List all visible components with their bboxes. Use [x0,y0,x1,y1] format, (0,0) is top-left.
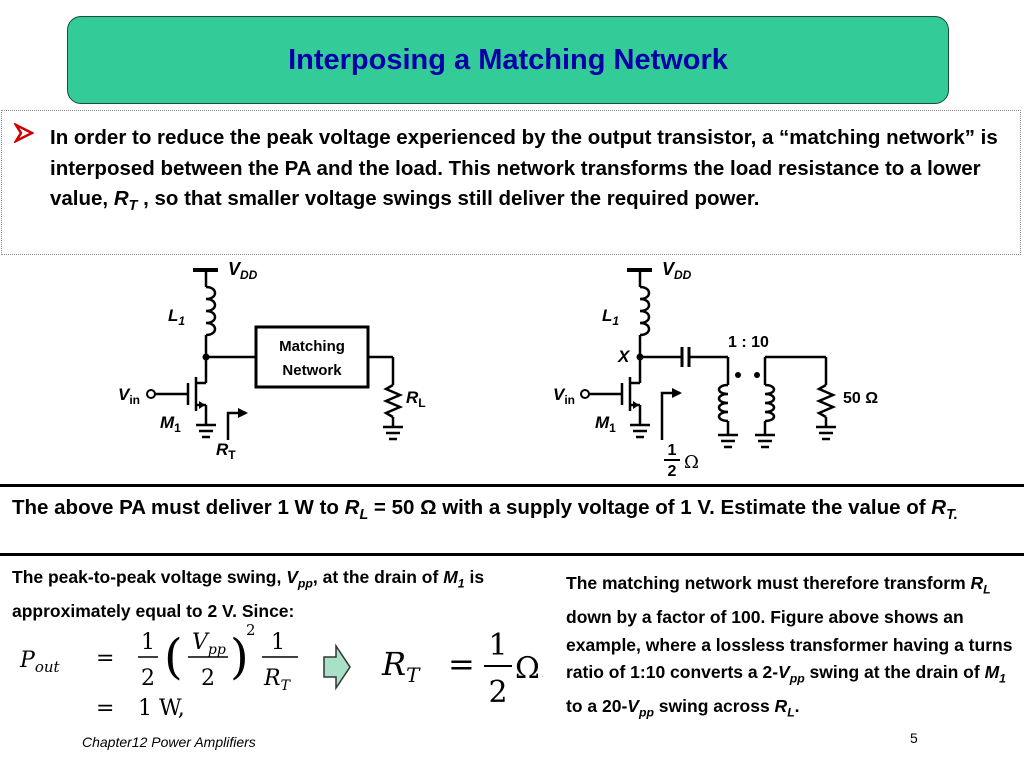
rt-result-symbol: RT [381,645,421,687]
vpp-num: Vpp [192,630,226,658]
bullet-arrow-icon [14,123,34,143]
matching-network-line1: Matching [279,338,345,355]
solution-right-text: The matching network must therefore tran… [566,573,1013,720]
divider-bottom [0,553,1024,556]
rt-result-unit: Ω. [515,651,543,686]
left-vin-terminal [146,389,156,399]
rt-den: RT [263,666,292,694]
right-mosfet-arrow [633,401,639,409]
load-50-label: 50 Ω [843,390,878,407]
right-l1-label: L1 [602,306,619,328]
half-den: 2 [141,666,155,691]
square-exponent: 2 [246,621,256,639]
equals-2: = [96,696,114,721]
left-rt-label: RT [216,440,236,462]
rt-result-num: 1 [488,628,507,663]
slide-title: Interposing a Matching Network [288,43,728,76]
page-number: 5 [910,730,918,746]
right-vdd-label: VDD [662,259,692,282]
right-m1-label: M1 [595,413,616,435]
rt-result-equation: RT = 1 2 Ω. [381,628,543,710]
right-node-dot [636,353,644,361]
right-vin-label: Vin [553,385,575,407]
half-denominator: 2 [668,463,677,480]
left-paren: ( [164,629,183,685]
divider-top [0,484,1024,487]
title-banner: Interposing a Matching Network [67,16,949,104]
half-numerator: 1 [668,442,677,459]
primary-dot [735,372,741,378]
left-rl-label: RL [406,388,426,410]
circuit-diagrams: VDD L1 Matching Network Vin M1 RL RT [118,259,878,480]
left-m1-label: M1 [160,413,181,435]
left-circuit [155,268,404,441]
half-ohm-unit: Ω [684,452,699,473]
left-rt-arrowhead [238,408,248,418]
secondary-dot [754,372,760,378]
left-circuit-labels: VDD L1 Matching Network Vin M1 RL RT [118,259,426,462]
node-x-label: X [617,347,631,366]
bullet-box: In order to reduce the peak voltage expe… [1,110,1021,255]
pout-symbol: Pout [19,648,61,676]
turns-ratio-label: 1 : 10 [728,334,769,351]
vpp-den: 2 [201,666,215,691]
right-circuit-labels: VDD L1 X 1 : 10 Vin M1 50 Ω 1 2 Ω [553,259,878,480]
problem-statement: The above PA must deliver 1 W to RL = 50… [12,496,958,524]
matching-network-line2: Network [282,362,342,379]
solution-left-text: The peak-to-peak voltage swing, Vpp, at … [12,567,485,621]
half-num: 1 [141,630,155,655]
equals-1: = [96,646,114,671]
footer-chapter: Chapter12 Power Amplifiers [82,734,256,750]
right-paren: ) [230,629,249,685]
implies-arrow-icon [323,643,351,691]
left-node-dot [202,353,210,361]
right-vin-terminal [580,389,590,399]
right-circuit [589,268,837,449]
left-vdd-label: VDD [228,259,258,282]
rt-num: 1 [271,630,285,655]
rt-result-den: 2 [488,675,507,710]
power-equation: Pout = 1 2 ( Vpp 2 ) 2 1 RT = 1 W, [19,621,298,721]
power-result: 1 W, [138,696,185,721]
left-vin-label: Vin [118,385,140,407]
rt-result-equals: = [448,645,475,683]
right-rt-arrowhead [672,388,682,398]
left-mosfet-arrow [199,401,205,409]
left-l1-label: L1 [168,306,185,328]
bullet-text: In order to reduce the peak voltage expe… [50,126,998,215]
